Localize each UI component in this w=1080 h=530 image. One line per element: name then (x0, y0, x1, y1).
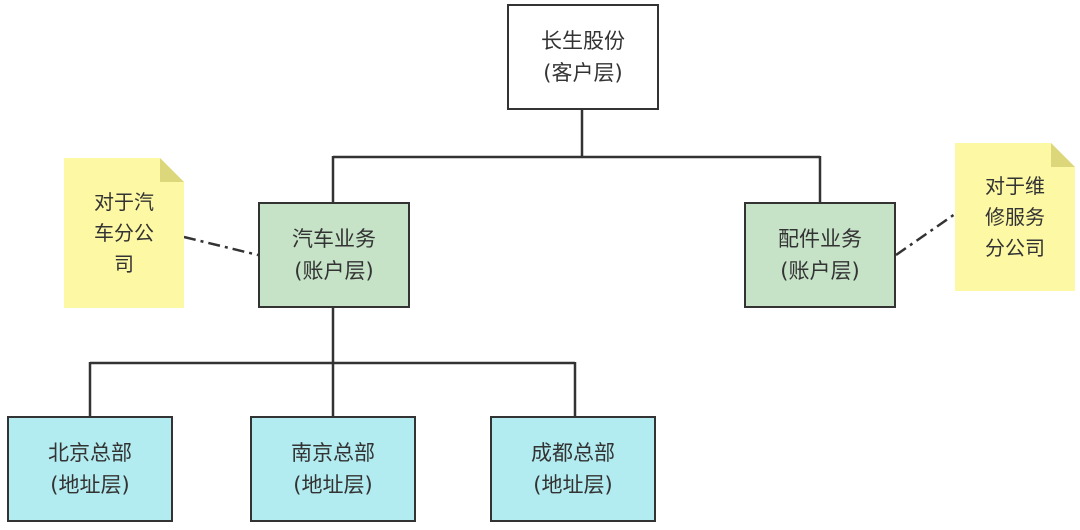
node-account-parts[interactable]: 配件业务 (账户层) (744, 202, 896, 308)
note-parts-line2: 修服务 (985, 204, 1045, 229)
node-parts-level: (账户层) (780, 259, 860, 283)
note-link-auto (183, 235, 259, 257)
note-auto-line2: 车分公 (94, 220, 154, 245)
node-chengdu-name: 成都总部 (531, 441, 615, 465)
note-parts-subsidiary[interactable]: 对于维 修服务 分公司 (955, 143, 1075, 291)
node-nanjing-level: (地址层) (293, 473, 373, 497)
note-parts-line1: 对于维 (985, 173, 1045, 198)
note-auto-fold-icon (160, 158, 184, 182)
node-account-auto[interactable]: 汽车业务 (账户层) (258, 202, 410, 308)
node-nanjing-name: 南京总部 (291, 441, 375, 465)
note-auto-line1: 对于汽 (94, 189, 154, 214)
node-auto-name: 汽车业务 (292, 227, 376, 251)
note-auto-subsidiary[interactable]: 对于汽 车分公 司 (64, 158, 184, 308)
note-link-parts (895, 212, 956, 257)
node-chengdu-level: (地址层) (533, 473, 613, 497)
node-beijing-level: (地址层) (50, 473, 130, 497)
note-parts-paper (955, 143, 1075, 291)
node-auto-level: (账户层) (294, 259, 374, 283)
node-address-chengdu[interactable]: 成都总部 (地址层) (490, 416, 656, 522)
node-beijing-name: 北京总部 (48, 441, 132, 465)
node-parts-name: 配件业务 (778, 227, 862, 251)
note-auto-line3: 司 (114, 251, 134, 276)
note-parts-background (955, 143, 1075, 291)
node-root-name: 长生股份 (541, 29, 625, 53)
note-auto-paper (64, 158, 184, 308)
node-root-level: (客户层) (543, 61, 623, 85)
node-address-beijing[interactable]: 北京总部 (地址层) (7, 416, 173, 522)
note-auto-background (64, 158, 184, 308)
note-parts-fold-icon (1051, 143, 1075, 167)
node-address-nanjing[interactable]: 南京总部 (地址层) (250, 416, 416, 522)
node-client-changsheng[interactable]: 长生股份 (客户层) (507, 4, 659, 110)
note-parts-line3: 分公司 (985, 235, 1045, 260)
